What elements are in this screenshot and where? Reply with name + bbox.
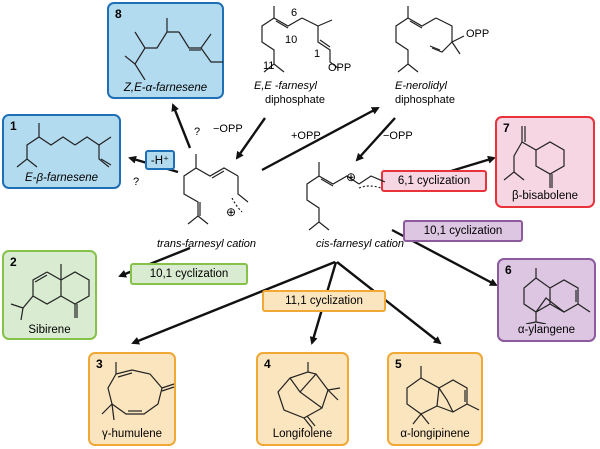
atom-label-10: 10	[285, 34, 298, 46]
product-6-box: 6 α-ylangene	[497, 258, 596, 342]
e-beta-farnesene-structure	[16, 123, 112, 168]
z-e-alpha-farnesene-structure	[124, 18, 223, 80]
arrow-trans-to-nerolidyl	[261, 106, 380, 172]
product-number: 3	[96, 357, 103, 371]
cyclization-10-1-cis-tag: 10,1 cyclization	[403, 220, 523, 242]
step-minus-opp-left: −OPP	[213, 123, 243, 135]
product-name: Sibirene	[28, 324, 71, 336]
product-name: β-bisabolene	[511, 190, 579, 202]
product-number: 4	[264, 357, 271, 371]
gamma-humulene-structure	[101, 362, 175, 421]
cis-cation-charge: ⊕	[346, 170, 357, 184]
atom-label-6: 6	[291, 7, 298, 19]
product-4-box: 4 Longifolene	[256, 352, 349, 446]
product-name: Longifolene	[272, 428, 333, 440]
cyclization-6-1-tag: 6,1 cyclization	[381, 170, 487, 192]
nerolidyl-opp: OPP	[466, 28, 490, 40]
atom-label-1: 1	[314, 48, 321, 60]
cyclization-11-1-tag: 11,1 cyclization	[262, 290, 386, 312]
product-number: 6	[505, 263, 512, 277]
nerolidyl-name: E-nerolidyl	[395, 80, 447, 92]
sibirene-structure	[10, 264, 90, 320]
arrow-cis-to-p3	[131, 260, 336, 345]
trans-cation-name: trans-farnesyl cation	[157, 238, 257, 250]
cis-farnesyl-cation-structure	[306, 162, 386, 231]
eefpp-opp: OPP	[328, 62, 352, 74]
cyclization-10-1-trans-tag: 10,1 cyclization	[130, 263, 248, 285]
product-number: 7	[503, 121, 510, 135]
longifolene-structure	[277, 362, 341, 428]
nerolidyl-diphosphate-structure	[395, 6, 465, 73]
step-question-upper: ?	[194, 126, 201, 138]
product-number: 5	[395, 357, 402, 371]
product-number: 8	[115, 7, 122, 21]
product-number: 2	[10, 255, 17, 269]
cis-cation-name: cis-farnesyl cation	[316, 238, 405, 250]
deprotonation-tag: -H⁺	[145, 150, 175, 170]
product-5-box: 5 α-longipinene	[387, 352, 483, 446]
atom-label-11: 11	[263, 60, 275, 72]
eefpp-name: E,E -farnesyl	[254, 80, 317, 92]
nerolidyl-name-line2: diphosphate	[395, 94, 455, 106]
product-name: α-longipinene	[400, 428, 470, 440]
product-name: α-ylangene	[517, 324, 576, 336]
product-2-box: 2 Sibirene	[2, 250, 97, 340]
product-name: γ-humulene	[101, 428, 163, 440]
product-8-box: 8 Z,E-α-farnesene	[107, 2, 224, 99]
step-minus-opp-right: −OPP	[383, 130, 413, 142]
beta-bisabolene-structure	[503, 126, 565, 188]
alpha-ylangene-structure	[523, 268, 591, 324]
product-3-box: 3 γ-humulene	[88, 352, 176, 446]
product-name: Z,E-α-farnesene	[123, 82, 208, 94]
product-1-box: 1 E-β-farnesene	[2, 114, 121, 189]
product-number: 1	[10, 119, 17, 133]
arrow-trans-to-p8	[171, 103, 192, 149]
product-name: E-β-farnesene	[24, 172, 99, 184]
arrow-nerolidyl-to-cis	[355, 117, 396, 162]
arrow-eefpp-to-trans	[235, 117, 266, 160]
step-plus-opp: +OPP	[291, 130, 321, 142]
step-question-lower: ?	[133, 176, 140, 188]
arrow-cis-to-p5	[336, 261, 442, 345]
eefpp-name-line2: diphosphate	[265, 94, 325, 106]
alpha-longipinene-structure	[406, 366, 480, 425]
trans-cation-charge: ⊕	[226, 205, 237, 219]
product-7-box: 7 β-bisabolene	[495, 116, 595, 208]
trans-farnesyl-cation-structure	[183, 154, 249, 225]
ee-farnesyl-diphosphate-structure	[261, 6, 338, 73]
